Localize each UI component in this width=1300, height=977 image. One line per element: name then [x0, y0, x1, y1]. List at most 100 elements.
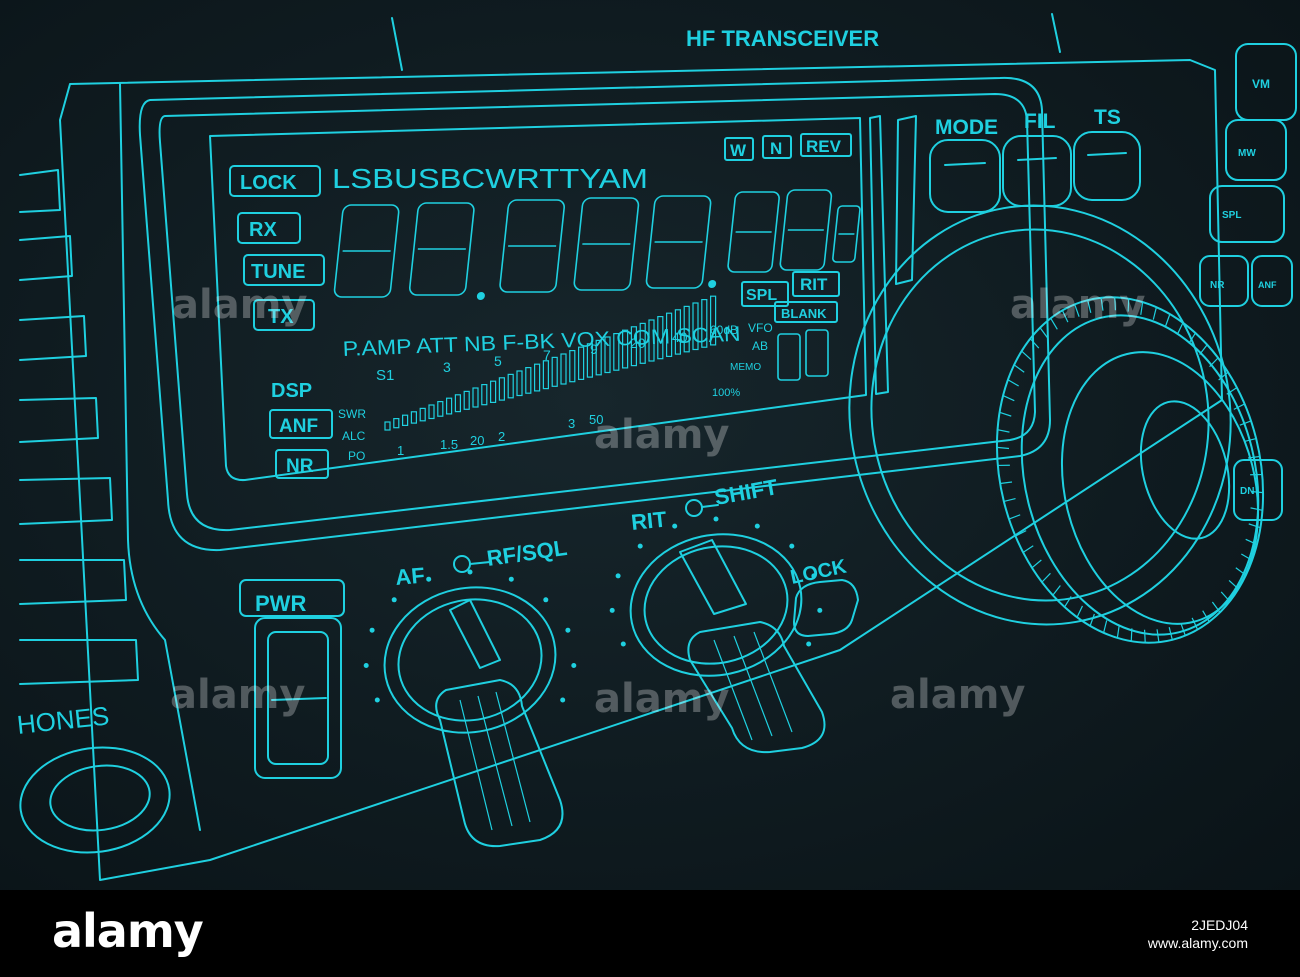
- rit-shift-knob[interactable]: RIT SHIFT: [617, 474, 826, 754]
- pwr-label: PWR: [255, 591, 306, 616]
- knob-scale-dot: [565, 627, 571, 633]
- knob-scale-dot: [620, 641, 626, 647]
- af-label: AF: [394, 563, 425, 590]
- display-bezel: [138, 76, 1051, 552]
- dial-knurl-line: [1087, 300, 1092, 313]
- svg-text:2: 2: [498, 429, 505, 444]
- dial-knurl-line: [1074, 304, 1080, 317]
- svg-text:5: 5: [494, 353, 502, 369]
- indicator-tune: TUNE: [251, 261, 305, 283]
- svg-text:3: 3: [568, 416, 575, 431]
- indicator-rx: RX: [249, 219, 277, 241]
- meter-segment: [481, 384, 488, 406]
- body-outline: [59, 59, 1223, 881]
- frequency-digits: [333, 189, 861, 300]
- lock-label: LOCK: [788, 555, 849, 588]
- knob-scale-dot: [811, 573, 817, 579]
- meter-segment: [630, 326, 638, 367]
- af-rf-knob[interactable]: AF RF/SQL: [371, 535, 569, 848]
- dial-knurl-line: [999, 411, 1012, 417]
- meter-segment: [428, 404, 435, 420]
- knob-scale-dot: [571, 663, 577, 668]
- meter-segment: [674, 309, 682, 355]
- dial-knurl-line: [1103, 620, 1108, 633]
- meter-segment: [463, 390, 470, 410]
- svg-text:20: 20: [630, 335, 646, 351]
- display-bezel-inner: [158, 93, 1036, 532]
- dial-knurl-line: [1031, 559, 1042, 569]
- dial-knurl-line: [1239, 420, 1252, 426]
- mode-row: LSBUSBCWRTTYAM: [332, 163, 648, 194]
- dial-knurl-line: [1029, 338, 1040, 349]
- svg-text:1: 1: [397, 443, 404, 458]
- key-vm: VM: [1252, 77, 1270, 91]
- knob-scale-dot: [560, 697, 566, 703]
- dial-knurl-line: [1000, 481, 1013, 485]
- knob-scale-dot: [363, 663, 369, 668]
- meter-segment: [490, 380, 497, 404]
- indicator-tx: TX: [268, 306, 294, 328]
- meter-segment: [701, 299, 708, 348]
- main-tuning-dial[interactable]: [816, 175, 1298, 671]
- knob-dots: [363, 516, 823, 703]
- phones-label: HONES: [15, 700, 110, 740]
- meter-segment: [595, 339, 602, 376]
- dial-knurl-line: [1250, 473, 1263, 476]
- dial-knurl-line: [1245, 538, 1258, 545]
- dial-knurl-line: [1041, 572, 1051, 583]
- dsp-anf: ANF: [279, 416, 318, 437]
- knob-scale-dot: [789, 543, 795, 549]
- function-buttons[interactable]: MODE FIL TS: [929, 106, 1141, 213]
- dial-knurl-line: [1114, 297, 1117, 311]
- knob-scale-dot: [374, 697, 380, 703]
- meter-segment: [410, 411, 417, 424]
- meter-segment: [419, 407, 426, 422]
- dial-knurl-line: [997, 464, 1010, 467]
- ts-label: TS: [1094, 106, 1121, 129]
- svg-text:alamy: alamy: [1010, 282, 1145, 328]
- dial-knurl-line: [1250, 490, 1264, 494]
- power-switch[interactable]: PWR: [239, 579, 345, 779]
- watermarks: alamy alamy alamy alamy alamy alamy: [170, 282, 1145, 722]
- dial-knurl-line: [1156, 629, 1160, 643]
- svg-text:AB: AB: [752, 339, 768, 353]
- knob-scale-dot: [369, 627, 375, 633]
- dial-knurl-line: [1226, 387, 1238, 395]
- meter-segment: [516, 370, 523, 397]
- knob-scale-dot: [672, 523, 678, 529]
- svg-text:alamy: alamy: [594, 412, 729, 458]
- dial-knurl-line: [1228, 579, 1239, 590]
- flag-w: W: [730, 141, 747, 160]
- dial-knurl-line: [1180, 623, 1186, 636]
- meter-segment: [692, 302, 699, 351]
- svg-text:MEMO: MEMO: [730, 362, 761, 373]
- dial-knurl-line: [1100, 297, 1104, 311]
- meter-segment: [648, 319, 655, 362]
- side-indicator: [895, 115, 917, 285]
- dial-knurl-line: [996, 446, 1010, 450]
- knob-scale-dot: [391, 597, 397, 603]
- knob-scale-dot: [817, 607, 823, 613]
- dial-knurl-line: [1247, 455, 1260, 459]
- flag-rev: REV: [806, 137, 842, 156]
- shift-label: SHIFT: [713, 474, 780, 510]
- dial-knurl-line: [1241, 553, 1253, 561]
- dial-knurl-line: [1013, 364, 1025, 373]
- knob-scale-dot: [426, 576, 432, 582]
- meter-segment: [446, 397, 453, 415]
- meter-segment: [402, 414, 409, 427]
- meter-segment: [665, 312, 673, 358]
- fil-button: [1002, 135, 1072, 207]
- footer-logo: alamy: [52, 904, 204, 958]
- flag-n: N: [770, 139, 782, 158]
- lock-button[interactable]: LOCK: [788, 555, 859, 637]
- svg-text:3: 3: [443, 359, 451, 375]
- svg-text:alamy: alamy: [890, 672, 1025, 718]
- flag-blank: BLANK: [781, 306, 827, 321]
- dial-knurl-line: [1015, 530, 1027, 537]
- meter-segment: [454, 394, 461, 413]
- meter-row-labels: SWR ALC PO: [338, 407, 366, 463]
- dial-knurl-line: [1168, 627, 1173, 640]
- meter-segment: [560, 353, 567, 385]
- dial-knurl-line: [1199, 344, 1208, 355]
